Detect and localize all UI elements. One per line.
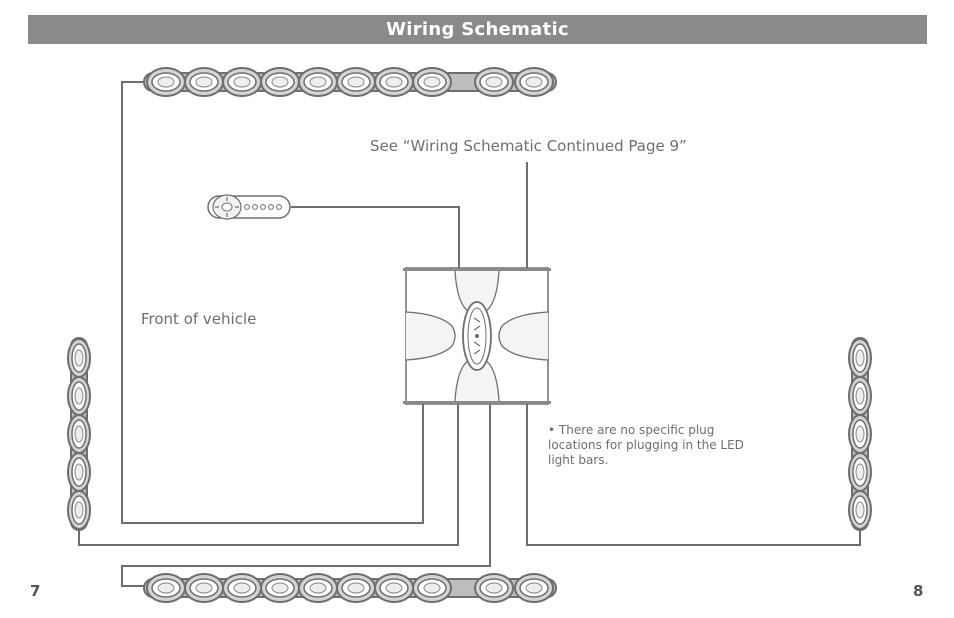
page-number-right: 8 [913, 582, 924, 600]
plug-note: • There are no specific plug locations f… [548, 423, 744, 467]
control-box [403, 267, 551, 405]
light-bar-right [848, 337, 872, 531]
wire-left-bar [78, 404, 459, 546]
title-bar: Wiring Schematic [28, 15, 927, 44]
continued-note: See “Wiring Schematic Continued Page 9” [370, 137, 687, 155]
light-bar-top [143, 67, 557, 97]
page-number-left: 7 [30, 582, 41, 600]
light-bar-bottom [143, 573, 557, 603]
wire-top-bar [121, 81, 424, 524]
front-of-vehicle-label: Front of vehicle [141, 310, 257, 328]
wire-remote [291, 206, 460, 268]
wires [78, 81, 861, 587]
wire-bottom-bar [121, 404, 491, 587]
remote-control [207, 194, 291, 220]
wire-right-bar [526, 404, 861, 546]
page-title: Wiring Schematic [386, 19, 569, 40]
light-bar-left [67, 337, 91, 531]
